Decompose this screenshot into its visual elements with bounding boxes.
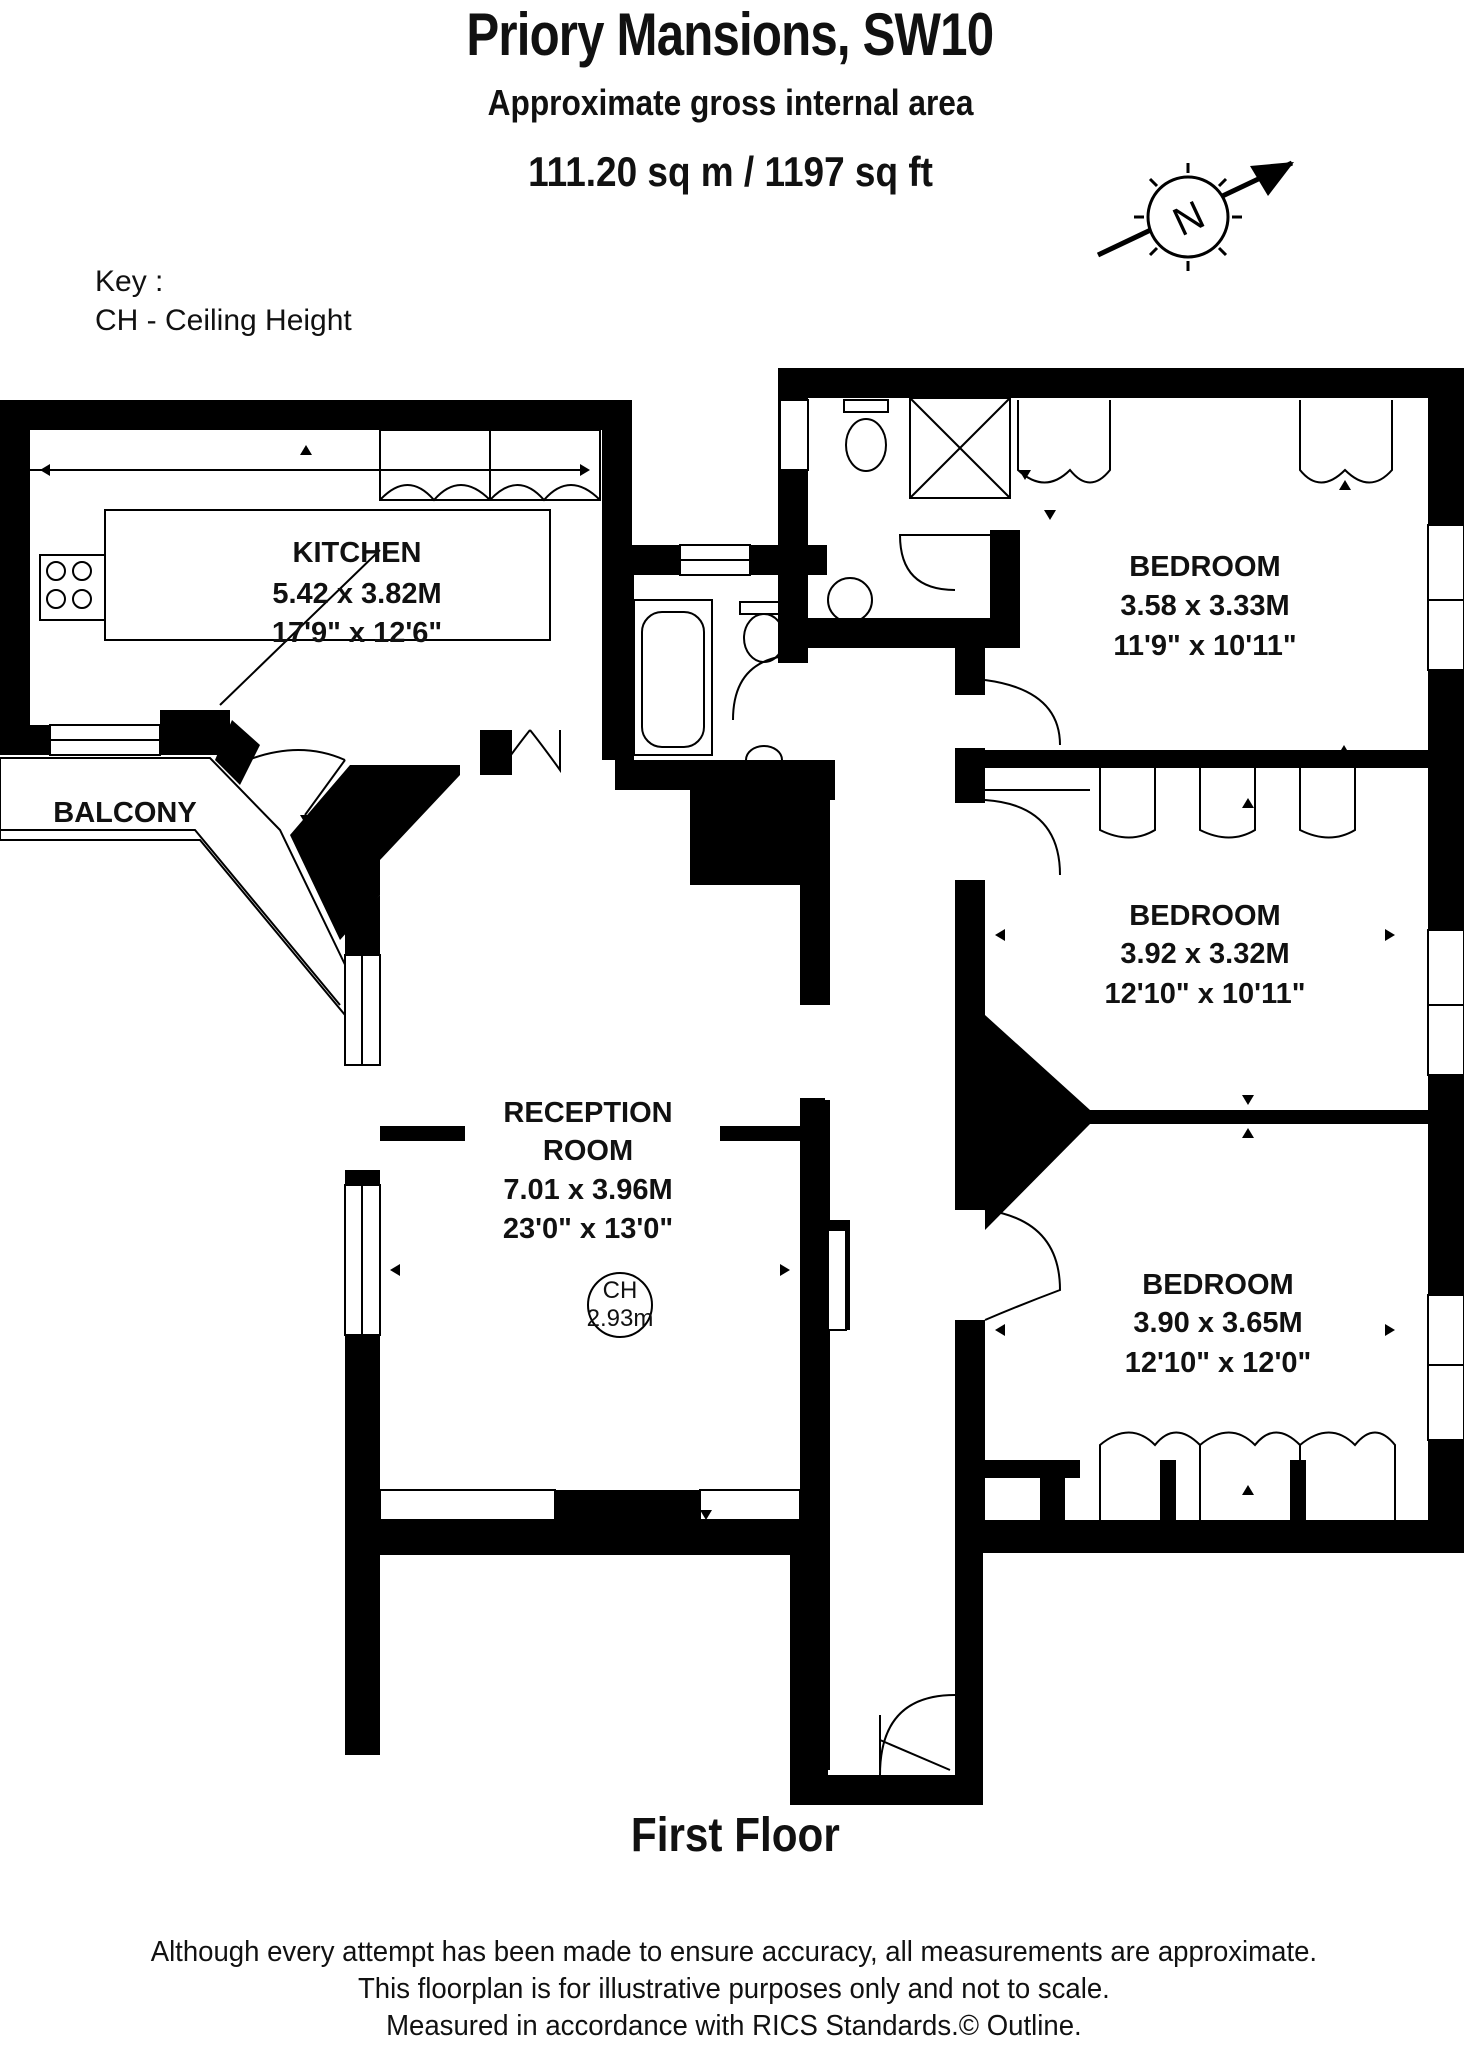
ch-value: 2.93m	[587, 1305, 654, 1332]
dimension-markers	[40, 445, 1395, 1520]
bedroom-2-name: BEDROOM	[1129, 900, 1280, 932]
key-heading: Key :	[95, 265, 164, 298]
kitchen-metric: 5.42 x 3.82M	[272, 578, 441, 610]
room-balcony: BALCONY	[53, 797, 196, 829]
disclaimer-line-3: Measured in accordance with RICS Standar…	[386, 2010, 1082, 2042]
room-bedroom-1: BEDROOM 3.58 x 3.33M 11'9" x 10'11"	[1113, 551, 1296, 662]
bedroom-2-imperial: 12'10" x 10'11"	[1105, 978, 1306, 1010]
balcony-name: BALCONY	[53, 797, 196, 829]
disclaimer: Although every attempt has been made to …	[0, 1934, 1464, 2045]
bedroom-3-metric: 3.90 x 3.65M	[1133, 1307, 1302, 1339]
bedroom-3-name: BEDROOM	[1142, 1269, 1293, 1301]
plan-subtitle: Approximate gross internal area	[487, 82, 974, 123]
disclaimer-line-1: Although every attempt has been made to …	[150, 1936, 1318, 1968]
disclaimer-line-2: This floorplan is for illustrative purpo…	[357, 1973, 1110, 2005]
walls	[0, 368, 1464, 1805]
plan-title: Priory Mansions, SW10	[466, 1, 994, 68]
reception-name-line2: ROOM	[543, 1135, 633, 1167]
reception-name-line1: RECEPTION	[503, 1097, 672, 1129]
floor-label: First Floor	[630, 1809, 840, 1862]
reception-imperial: 23'0" x 13'0"	[503, 1213, 673, 1245]
bedroom-1-imperial: 11'9" x 10'11"	[1113, 630, 1296, 662]
ceiling-height-marker: CH 2.93m	[587, 1272, 654, 1338]
legend-key: Key : CH - Ceiling Height	[95, 262, 352, 340]
key-item-ceiling-height: CH - Ceiling Height	[95, 304, 352, 337]
kitchen-name: KITCHEN	[293, 537, 422, 569]
reception-metric: 7.01 x 3.96M	[503, 1174, 672, 1206]
fixtures	[0, 397, 1464, 1776]
compass-north-icon: N	[1096, 160, 1294, 271]
bedroom-3-imperial: 12'10" x 12'0"	[1125, 1347, 1311, 1379]
bedroom-2-metric: 3.92 x 3.32M	[1120, 938, 1289, 970]
kitchen-imperial: 17'9" x 12'6"	[272, 617, 442, 649]
ch-label: CH	[603, 1277, 638, 1304]
room-reception: RECEPTION ROOM 7.01 x 3.96M 23'0" x 13'0…	[503, 1097, 673, 1245]
room-kitchen: KITCHEN 5.42 x 3.82M 17'9" x 12'6"	[272, 537, 442, 649]
bedroom-1-metric: 3.58 x 3.33M	[1120, 590, 1289, 622]
room-bedroom-2: BEDROOM 3.92 x 3.32M 12'10" x 10'11"	[1105, 900, 1306, 1010]
gross-area: 111.20 sq m / 1197 sq ft	[528, 148, 933, 195]
room-bedroom-3: BEDROOM 3.90 x 3.65M 12'10" x 12'0"	[1125, 1269, 1311, 1379]
bedroom-1-name: BEDROOM	[1129, 551, 1280, 583]
